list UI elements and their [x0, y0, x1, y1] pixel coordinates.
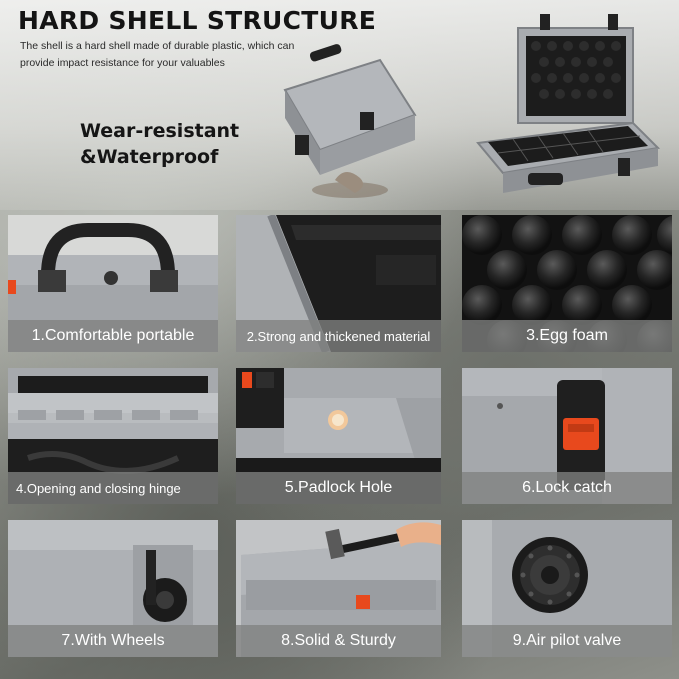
feature-line-2: &Waterproof — [80, 146, 219, 168]
feature-tile-8: 8.Solid & Sturdy — [236, 520, 441, 657]
feature-tile-6: 6.Lock catch — [462, 368, 672, 504]
feature-tile-1: 1.Comfortable portable — [8, 215, 218, 352]
page-title: HARD SHELL STRUCTURE — [18, 6, 377, 35]
feature-line-1: Wear-resistant — [80, 120, 240, 142]
page-subtitle: The shell is a hard shell made of durabl… — [20, 40, 295, 69]
shell-edge-image — [236, 215, 441, 352]
closed-case-image — [283, 44, 417, 198]
feature-tile-2: 2.Strong and thickened material — [236, 215, 441, 352]
feature-tile-3: 3.Egg foam — [462, 215, 672, 352]
feature-tile-9: 9.Air pilot valve — [462, 520, 672, 657]
feature-label-2: 2.Strong and thickened material — [236, 320, 441, 352]
feature-label-5: 5.Padlock Hole — [236, 472, 441, 504]
feature-label-1: 1.Comfortable portable — [8, 320, 218, 352]
feature-label-6: 6.Lock catch — [462, 472, 672, 504]
feature-tile-5: 5.Padlock Hole — [236, 368, 441, 504]
feature-label-3: 3.Egg foam — [462, 320, 672, 352]
feature-tile-4: 4.Opening and closing hinge — [8, 368, 218, 504]
feature-label-7: 7.With Wheels — [8, 625, 218, 657]
feature-label-8: 8.Solid & Sturdy — [236, 625, 441, 657]
feature-headline: Wear-resistant &Waterproof — [80, 118, 239, 170]
open-case-image — [476, 14, 661, 193]
feature-label-4: 4.Opening and closing hinge — [8, 472, 218, 504]
feature-label-9: 9.Air pilot valve — [462, 625, 672, 657]
feature-tile-7: 7.With Wheels — [8, 520, 218, 657]
header-banner: HARD SHELL STRUCTURE The shell is a hard… — [0, 0, 679, 210]
